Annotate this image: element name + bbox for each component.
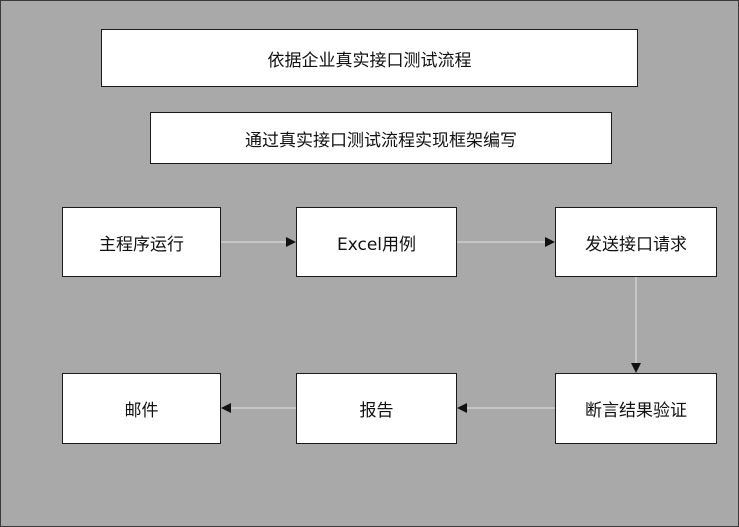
node-main-program: 主程序运行 [62, 207, 221, 277]
node-mail: 邮件 [62, 373, 221, 444]
node-excel-cases: Excel用例 [296, 207, 457, 277]
node-assert-result: 断言结果验证 [555, 373, 717, 444]
node-send-request: 发送接口请求 [555, 207, 717, 277]
diagram-title: 依据企业真实接口测试流程 [101, 29, 638, 87]
node-report: 报告 [296, 373, 457, 444]
diagram-subtitle: 通过真实接口测试流程实现框架编写 [150, 112, 612, 164]
